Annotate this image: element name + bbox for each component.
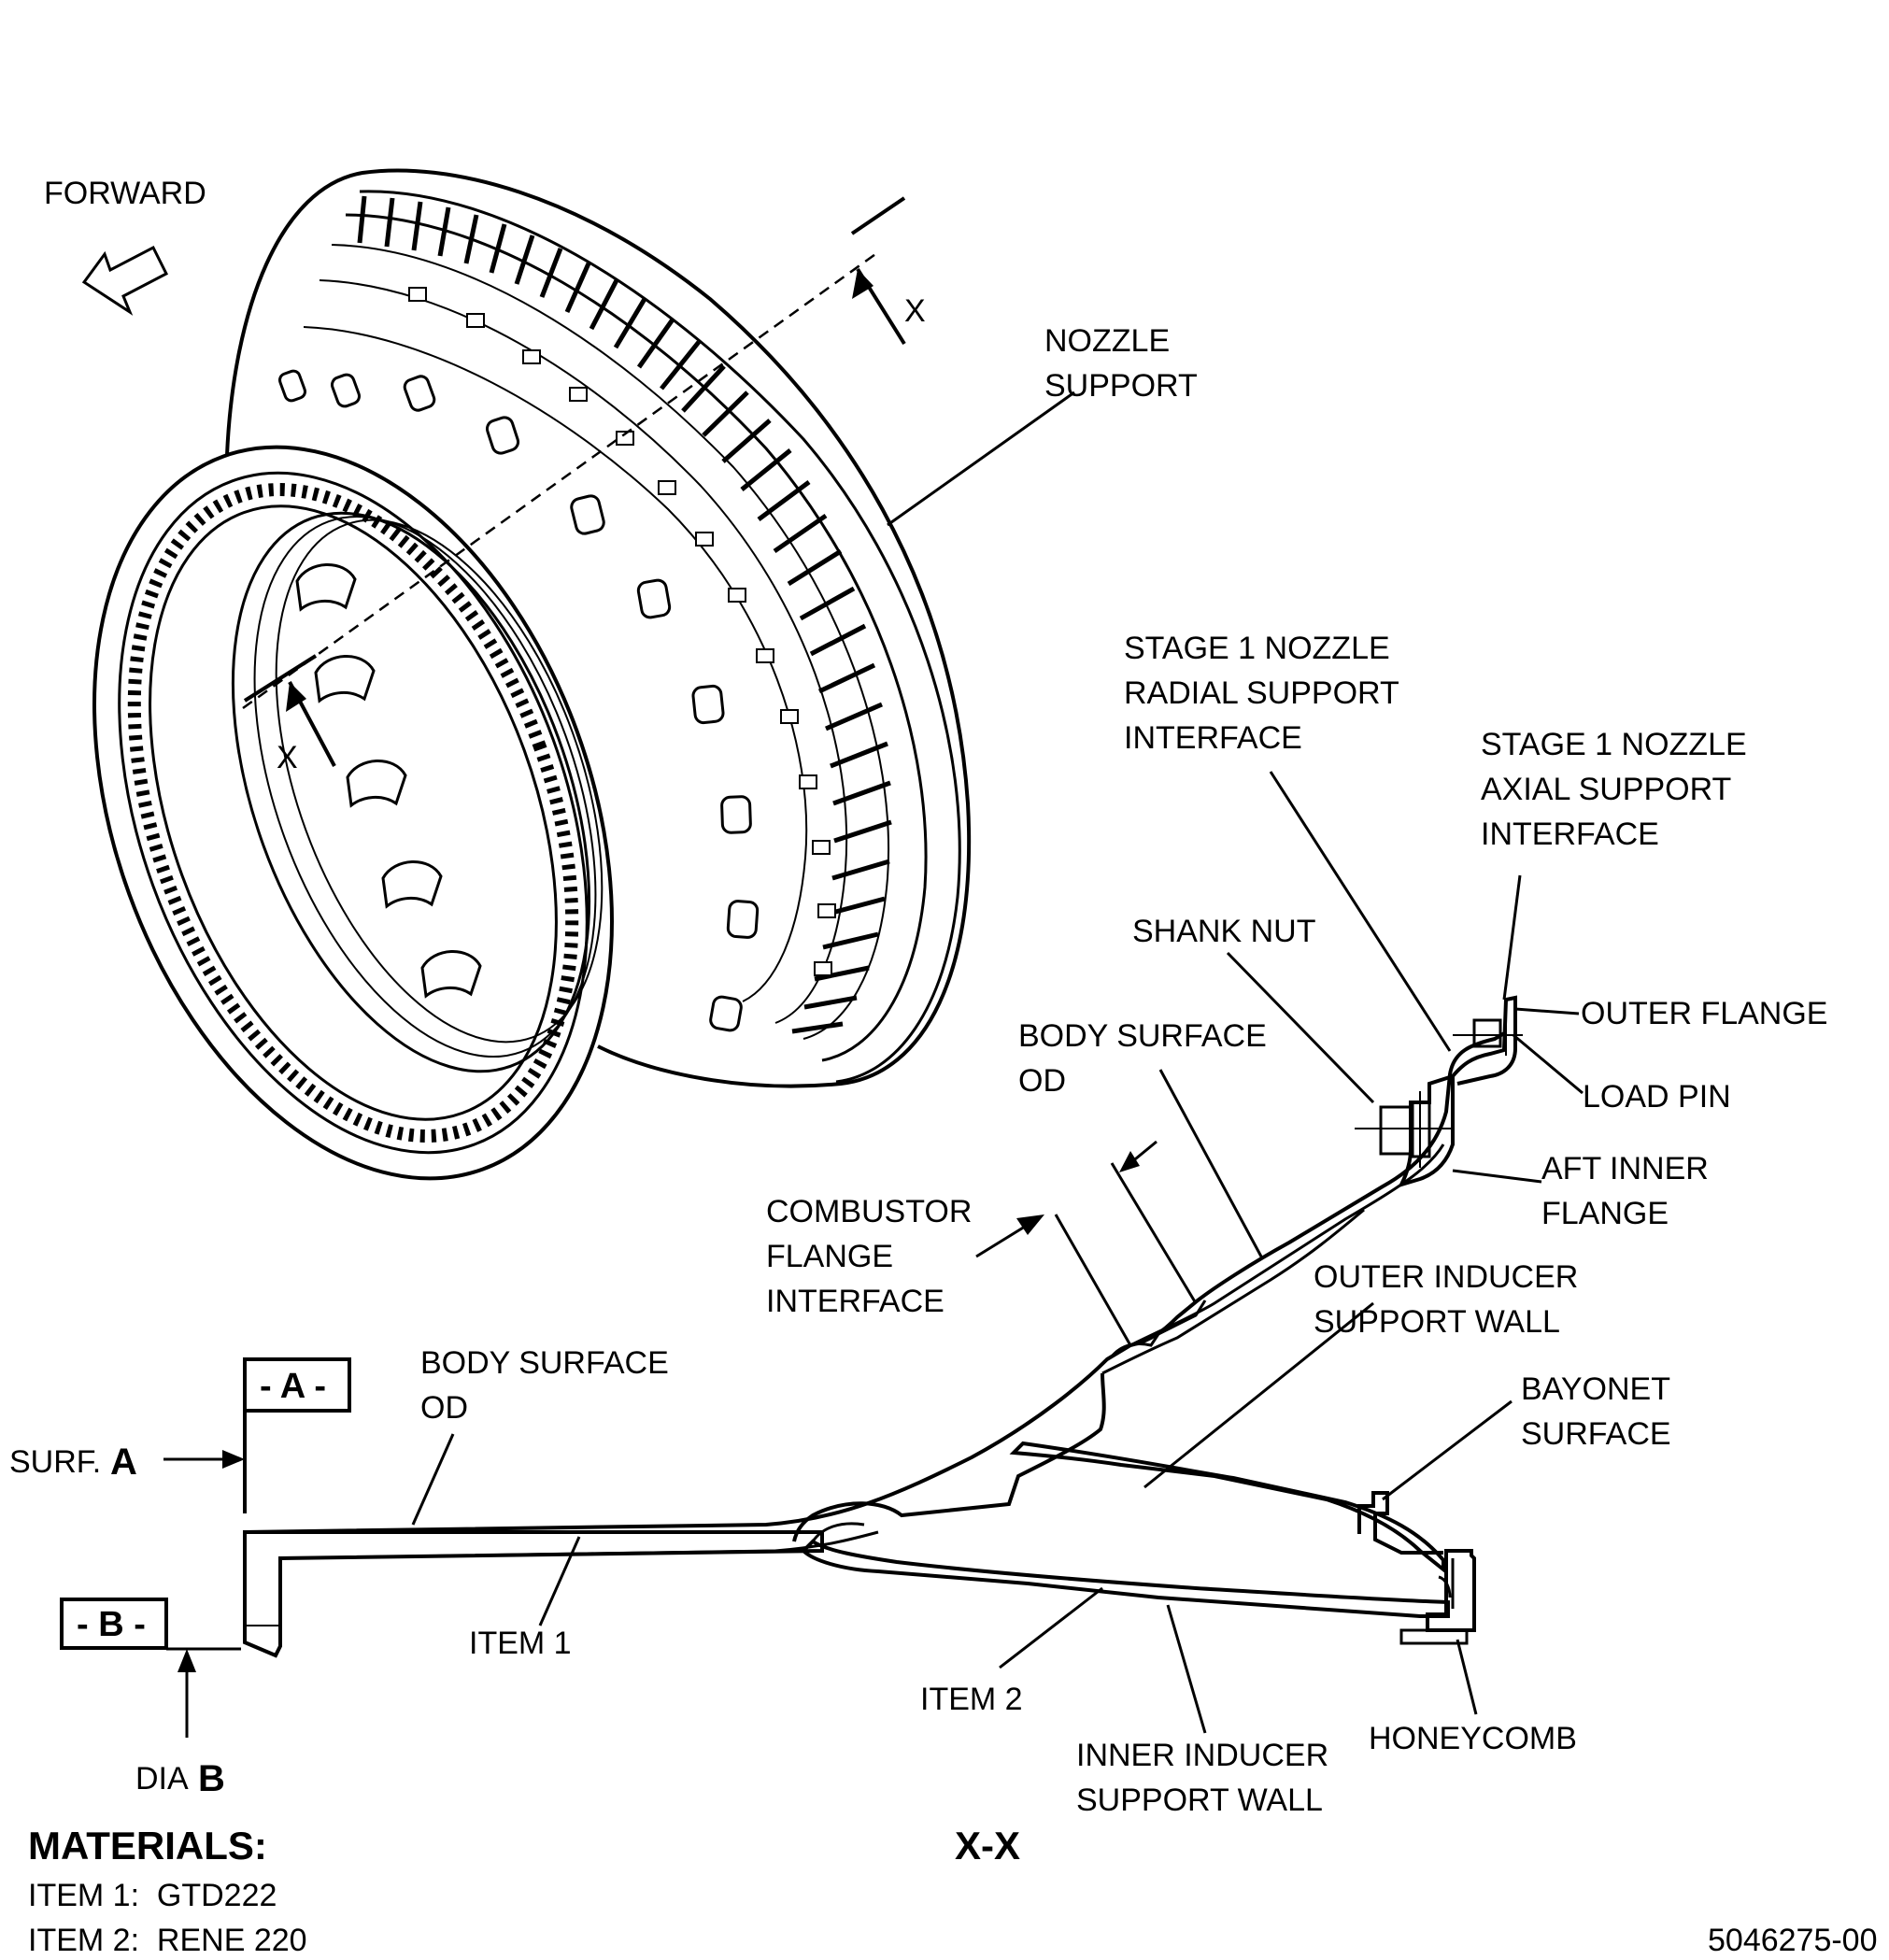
datum-a-box: - A -: [260, 1367, 326, 1406]
aft-rim-inner: [345, 213, 928, 1062]
vane-slots: [357, 195, 892, 1034]
aft-inner-flange-line1: AFT INNER: [1541, 1151, 1709, 1186]
honeycomb-block: [1399, 1628, 1469, 1645]
surf-prefix: SURF.: [9, 1444, 101, 1480]
dimension-arrows: [975, 1140, 1158, 1258]
item1-label: ITEM 1: [469, 1626, 572, 1661]
materials-item-1: ITEM 1: GTD222: [28, 1878, 277, 1913]
forward-flange-section: [243, 1530, 824, 1658]
load-pin: [1453, 1013, 1523, 1056]
item1-inner-surface: [279, 1530, 879, 1560]
shank-nut-label: SHANK NUT: [1132, 914, 1315, 949]
item2-aft-rail-inner: [1438, 1558, 1455, 1609]
section-x-bottom-bar: [243, 654, 318, 703]
bayonet-surface-line2: SURFACE: [1521, 1416, 1671, 1452]
outer-flange-block: [1451, 995, 1517, 1086]
shank-nut: [1355, 1091, 1453, 1168]
materials-heading: MATERIALS:: [28, 1824, 267, 1868]
inner-inducer-line2: SUPPORT WALL: [1076, 1782, 1323, 1818]
bore-ring-1: [231, 511, 591, 1073]
aft-rim-inner-4: [303, 326, 808, 1002]
surf-letter: A: [110, 1442, 137, 1483]
nozzle-support-line2: SUPPORT: [1044, 368, 1198, 404]
inducer-scoops: [295, 563, 482, 999]
nozzle-support-line1: NOZZLE: [1044, 323, 1170, 359]
datum-a: - A - SURF. A: [9, 1357, 351, 1513]
body-surface-od-upper-line1: BODY SURFACE: [1018, 1018, 1267, 1054]
section-view-title: X-X: [955, 1824, 1020, 1868]
bore-ring-2: [253, 515, 597, 1058]
item2-inner-inducer-wall: [801, 1539, 1450, 1618]
outer-inducer-line1: OUTER INDUCER: [1314, 1259, 1578, 1295]
forward-ring-outer: [92, 445, 614, 1181]
stage1-radial-line3: INTERFACE: [1124, 720, 1302, 756]
section-x-top-label: X: [904, 293, 926, 329]
section-x-top-arrowhead: [852, 269, 873, 299]
combustor-flange-hump: [1110, 1300, 1207, 1358]
forward-ring-inner: [149, 504, 558, 1121]
outer-inducer-line2: SUPPORT WALL: [1314, 1304, 1560, 1340]
body-surface-od-lower-line2: OD: [420, 1390, 468, 1426]
forward-ring-knurl: [127, 483, 579, 1143]
materials-item-2: ITEM 2: RENE 220: [28, 1923, 307, 1958]
inducer-lip-inner: [811, 1522, 865, 1542]
item1-outer-aft-web: [1129, 1143, 1445, 1347]
outer-flange-label: OUTER FLANGE: [1581, 996, 1827, 1031]
forward-ring-mid: [118, 471, 589, 1155]
stage1-radial-line1: STAGE 1 NOZZLE: [1124, 631, 1390, 666]
datum-b-box: - B -: [77, 1605, 146, 1644]
callout-labels: NOZZLE SUPPORT STAGE 1 NOZZLE RADIAL SUP…: [420, 323, 1827, 1868]
bayonet-surface-line1: BAYONET: [1521, 1371, 1670, 1407]
bayonet-feature: [1357, 1491, 1443, 1555]
dia-letter: B: [198, 1758, 225, 1799]
nozzle-support-isometric: X X: [92, 168, 1075, 1181]
item1-inducer-lip: [792, 1372, 1106, 1542]
item2-outer-inducer-wall: [1009, 1441, 1445, 1574]
aft-inner-flange-block: [1398, 1073, 1455, 1188]
section-cut-line: [242, 250, 879, 710]
aft-inner-flange-line2: FLANGE: [1541, 1196, 1669, 1231]
callout-leaders: [411, 771, 1584, 1734]
stage1-radial-line2: RADIAL SUPPORT: [1124, 675, 1399, 711]
dia-prefix: DIA: [135, 1761, 189, 1797]
stage1-axial-line1: STAGE 1 NOZZLE: [1481, 727, 1747, 762]
mounting-brackets: [408, 287, 836, 976]
load-pin-label: LOAD PIN: [1583, 1079, 1731, 1115]
outer-inducer-wall-line: [1101, 1208, 1365, 1375]
nozzle-body-outline: [225, 168, 972, 1088]
section-x-top-bar: [850, 196, 906, 235]
cooling-holes: [278, 369, 760, 1032]
datum-b: - B - DIA B: [60, 1598, 241, 1799]
forward-direction: FORWARD: [44, 176, 206, 316]
body-surface-od-lower-line1: BODY SURFACE: [420, 1345, 669, 1381]
item1-outer-surface: [244, 1030, 1508, 1534]
aft-rim-outer: [359, 190, 961, 1084]
figure-number: 5046275-00: [1708, 1923, 1878, 1958]
combustor-flange-line3: INTERFACE: [766, 1284, 944, 1319]
section-x-bottom-label: X: [277, 740, 298, 775]
section-x-bottom-arrowhead: [286, 682, 306, 712]
inner-inducer-line1: INNER INDUCER: [1076, 1738, 1328, 1773]
forward-arrow-icon: [81, 245, 169, 316]
item2-label: ITEM 2: [920, 1682, 1023, 1717]
materials-block: MATERIALS: ITEM 1: GTD222 ITEM 2: RENE 2…: [28, 1824, 307, 1958]
stage1-axial-line2: AXIAL SUPPORT: [1481, 772, 1731, 807]
bore-ring-3: [275, 518, 604, 1044]
stage1-axial-line3: INTERFACE: [1481, 817, 1659, 852]
combustor-flange-line1: COMBUSTOR: [766, 1194, 972, 1229]
combustor-flange-line2: FLANGE: [766, 1239, 893, 1274]
honeycomb-label: HONEYCOMB: [1369, 1721, 1577, 1756]
body-surface-od-upper-line2: OD: [1018, 1063, 1066, 1099]
nozzle-support-leader: [887, 391, 1075, 527]
forward-label: FORWARD: [44, 176, 206, 211]
aft-rim-inner-2: [331, 244, 890, 1040]
cross-section-x-x: - A - SURF. A - B - DIA B: [9, 771, 1584, 1799]
item2-aft-rail: [1426, 1549, 1476, 1632]
